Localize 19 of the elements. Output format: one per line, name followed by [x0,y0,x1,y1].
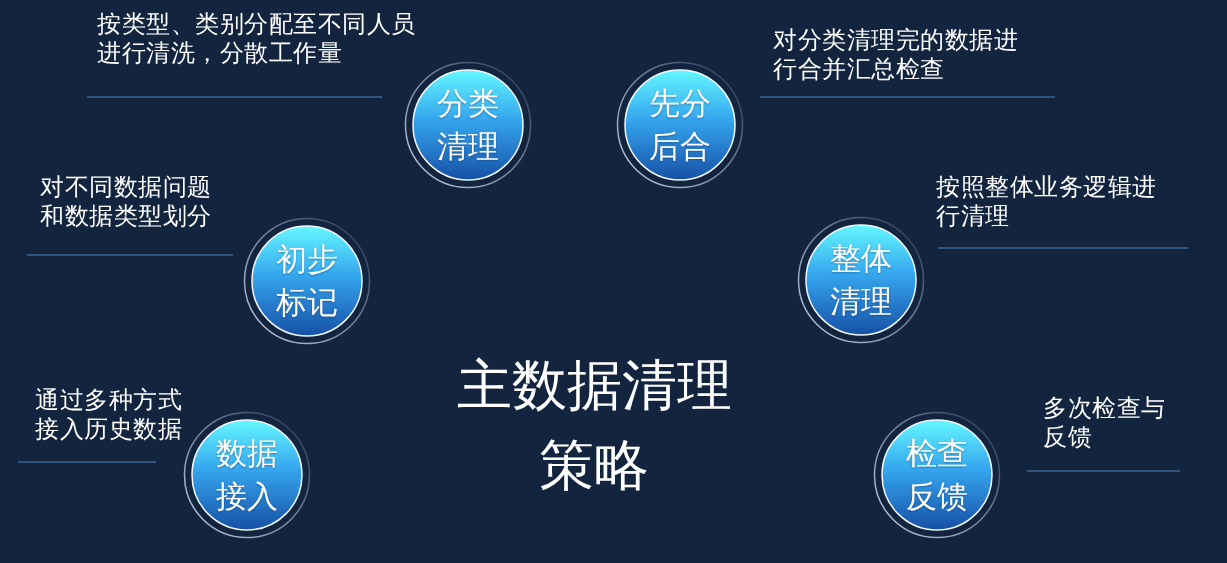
step-circle [796,215,926,345]
step-label: 数据接入 [215,434,279,516]
step-circle [182,410,312,540]
step-circle [872,410,1002,540]
step-label: 先分后合 [648,84,712,166]
step-circle [403,60,533,190]
diagram-title: 主数据清理策略 [455,352,733,499]
step-description: 按类型、类别分配至不同人员进行清洗，分散工作量 [97,10,417,68]
step-label: 检查反馈 [905,434,969,516]
step-circle [615,60,745,190]
step-description: 通过多种方式接入历史数据 [35,386,183,444]
step-label: 初步标记 [275,240,339,322]
step-description: 多次检查与反馈 [1043,394,1167,452]
step-description: 对不同数据问题和数据类型划分 [40,173,213,231]
step-circle [242,216,372,346]
step-label: 整体清理 [829,239,893,321]
step-label: 分类清理 [436,84,500,166]
step-description: 对分类清理完的数据进行合并汇总检查 [773,26,1019,84]
step-description: 按照整体业务逻辑进行清理 [936,173,1158,231]
